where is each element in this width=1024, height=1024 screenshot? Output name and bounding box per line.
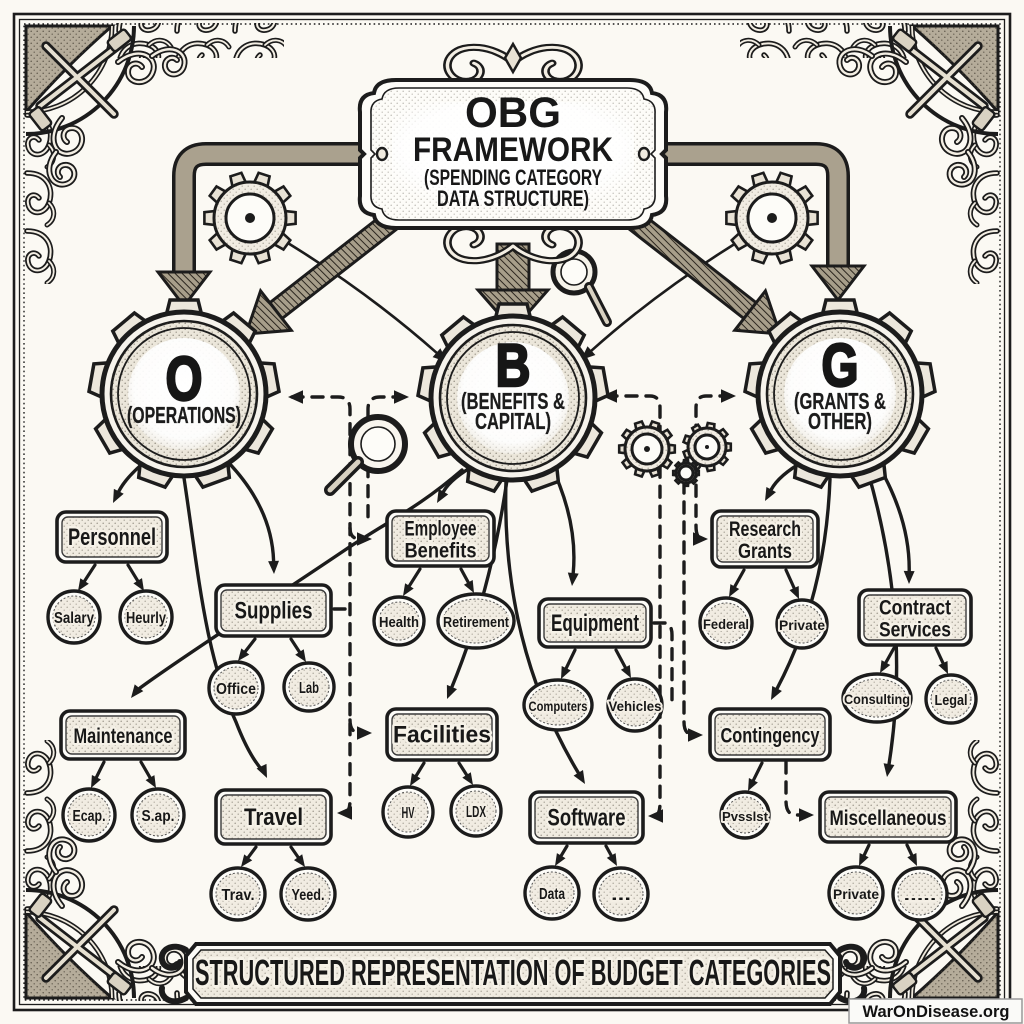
svg-text:Yeed.: Yeed. [292, 887, 325, 904]
svg-text:Grants: Grants [738, 540, 792, 563]
svg-text:(OPERATIONS): (OPERATIONS) [127, 402, 241, 428]
svg-text:Equipment: Equipment [551, 610, 639, 637]
svg-text:Heurly: Heurly [126, 610, 166, 627]
svg-text:Pvsslst: Pvsslst [722, 809, 769, 824]
svg-text:Salary: Salary [54, 610, 94, 627]
svg-text:STRUCTURED REPRESENTATION OF B: STRUCTURED REPRESENTATION OF BUDGET CATE… [195, 952, 831, 993]
svg-text:...: ... [611, 885, 631, 904]
svg-text:Trav.: Trav. [222, 887, 255, 904]
svg-text:Contract: Contract [879, 597, 951, 620]
svg-text:Private: Private [833, 886, 879, 902]
svg-text:Contingency: Contingency [721, 725, 820, 748]
svg-text:Miscellaneous: Miscellaneous [830, 807, 947, 830]
svg-text:Benefits: Benefits [405, 540, 477, 563]
svg-text:WarOnDisease.org: WarOnDisease.org [862, 1003, 1009, 1021]
svg-text:Research: Research [729, 518, 801, 541]
svg-text:Data: Data [539, 886, 565, 903]
svg-text:Federal: Federal [703, 616, 749, 632]
svg-text:Facilities: Facilities [393, 722, 491, 749]
svg-text:Private: Private [779, 617, 825, 633]
svg-text:Travel: Travel [244, 804, 303, 831]
svg-text:OBG: OBG [465, 89, 561, 137]
svg-text:Computers: Computers [529, 698, 588, 714]
svg-text:DATA STRUCTURE): DATA STRUCTURE) [437, 186, 589, 211]
svg-text:Legal: Legal [935, 692, 968, 709]
svg-text:Employee: Employee [405, 518, 477, 541]
svg-text:.....: ..... [904, 888, 937, 903]
svg-text:FRAMEWORK: FRAMEWORK [413, 131, 613, 169]
svg-text:Maintenance: Maintenance [74, 725, 173, 748]
svg-text:(GRANTS &: (GRANTS & [794, 388, 886, 414]
svg-text:(BENEFITS &: (BENEFITS & [461, 388, 565, 414]
svg-text:Services: Services [879, 619, 951, 642]
svg-text:O: O [166, 345, 203, 414]
svg-text:G: G [822, 332, 859, 399]
svg-text:S.ap.: S.ap. [142, 808, 175, 825]
svg-text:Health: Health [379, 614, 419, 631]
svg-text:Vehicles: Vehicles [609, 698, 662, 714]
svg-text:OTHER): OTHER) [808, 408, 872, 434]
svg-text:Personnel: Personnel [68, 524, 156, 551]
svg-text:B: B [496, 332, 531, 399]
svg-text:HV: HV [402, 805, 415, 822]
svg-text:Lab: Lab [299, 680, 319, 697]
svg-text:LDX: LDX [466, 804, 486, 821]
svg-text:Retirement: Retirement [443, 614, 509, 631]
svg-text:Ecap.: Ecap. [73, 808, 106, 825]
svg-text:Office: Office [216, 681, 256, 698]
svg-text:Consulting: Consulting [844, 691, 910, 707]
svg-text:Software: Software [548, 805, 626, 832]
svg-text:(SPENDING CATEGORY: (SPENDING CATEGORY [424, 165, 602, 190]
svg-text:CAPITAL): CAPITAL) [475, 408, 551, 434]
svg-text:Supplies: Supplies [235, 598, 313, 625]
